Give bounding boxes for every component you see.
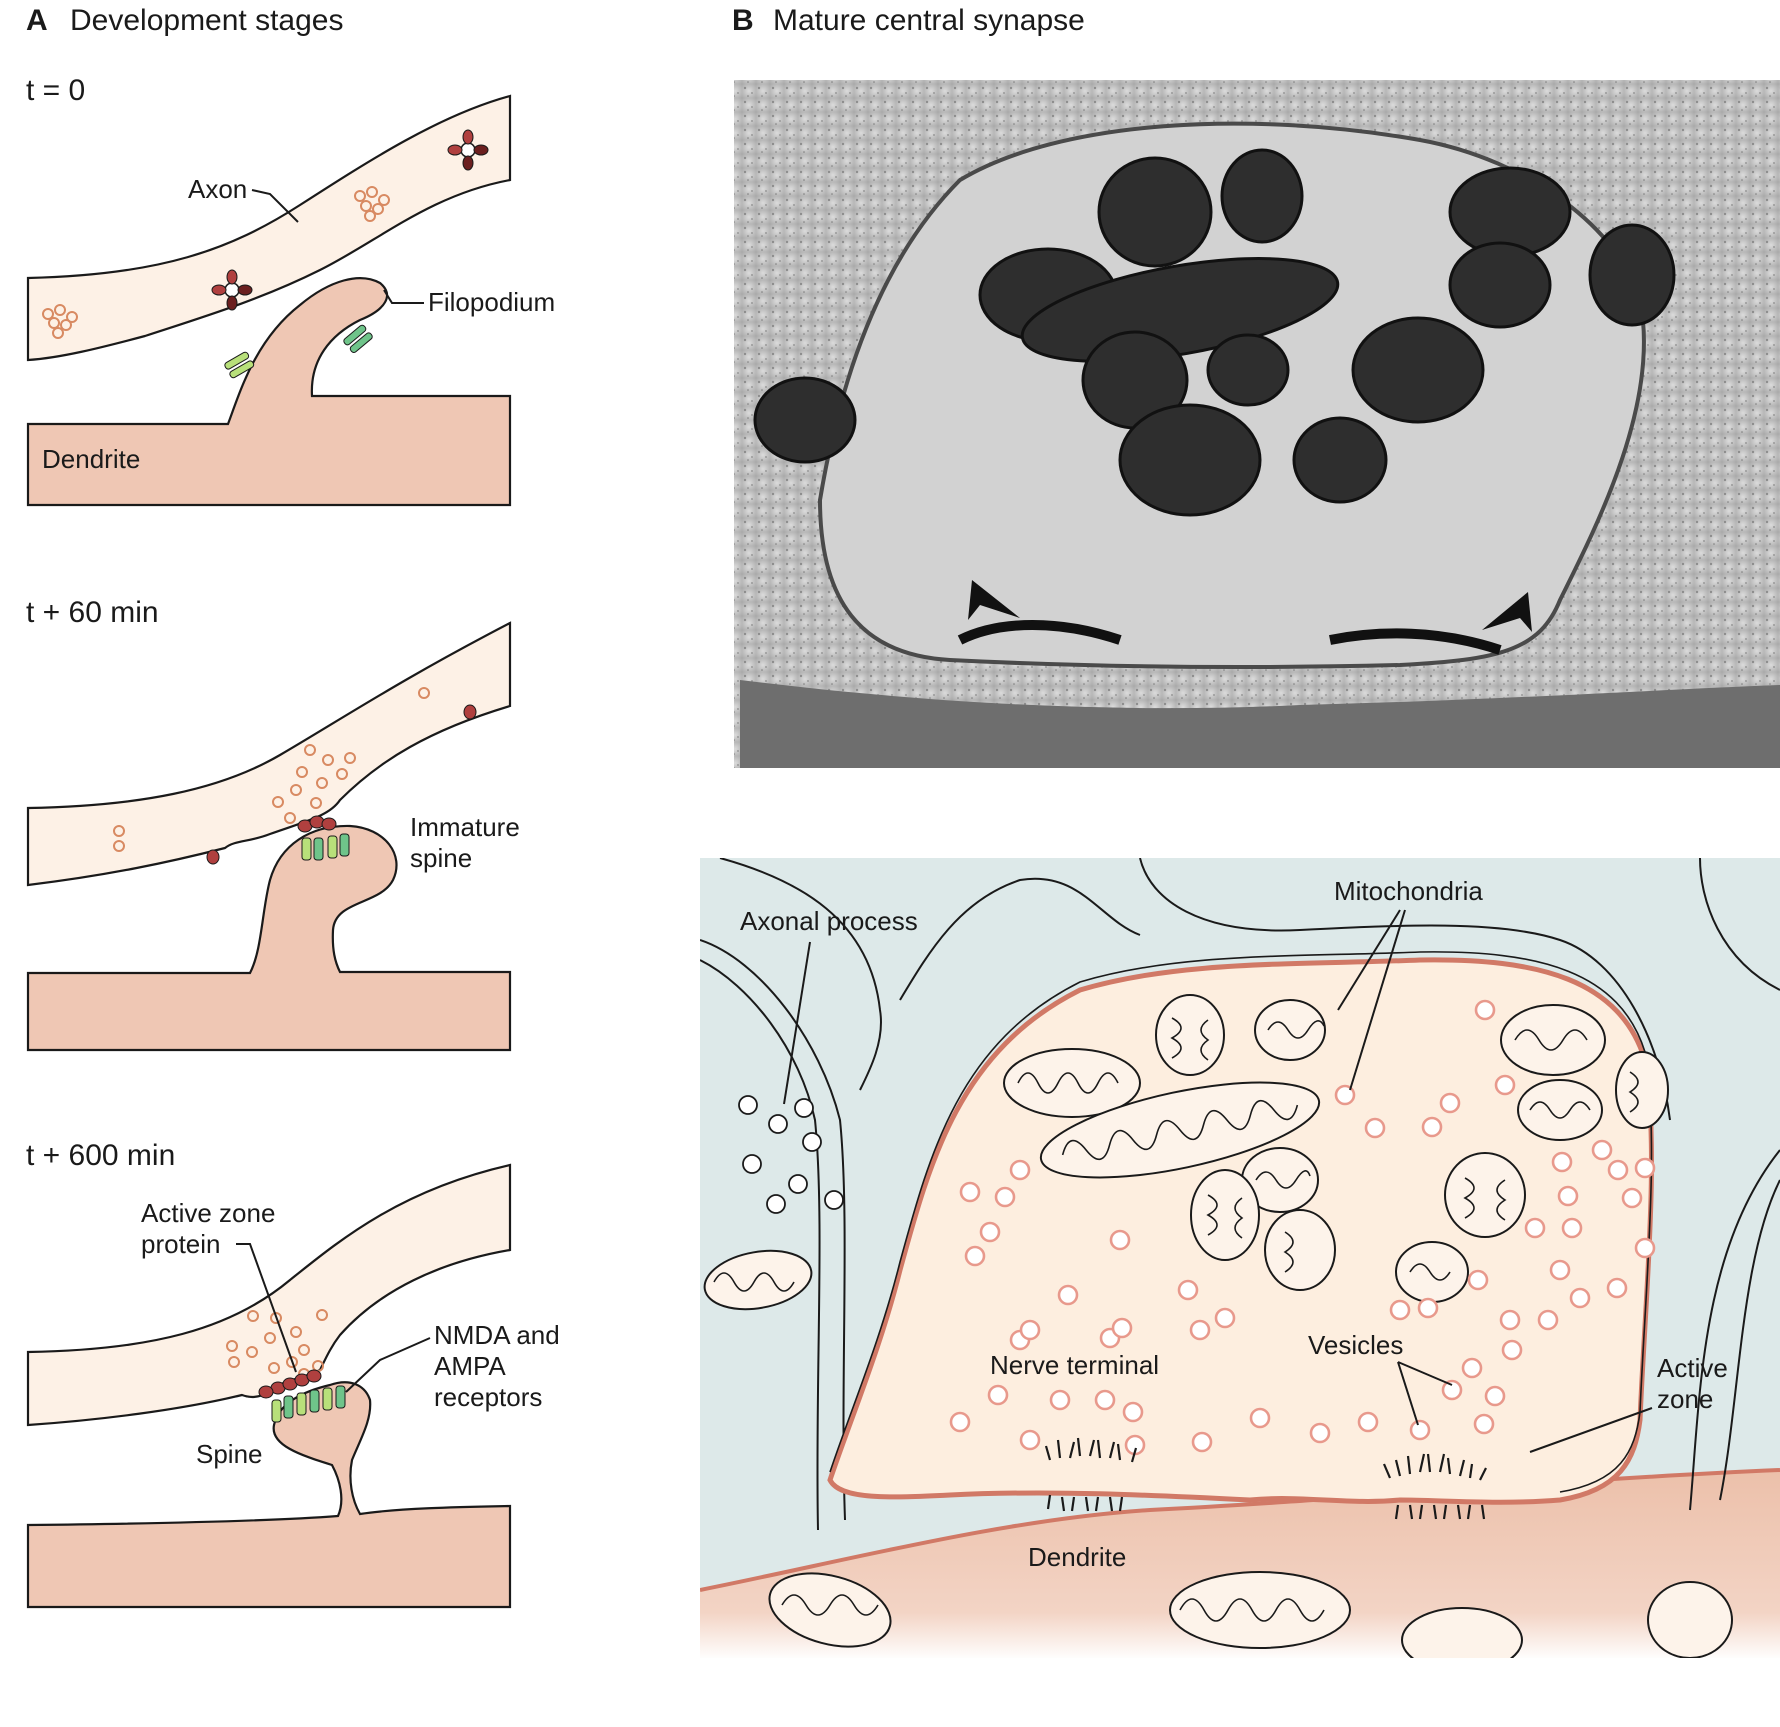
axon-stage3: [26, 1163, 512, 1427]
spine-label: Spine: [196, 1439, 263, 1469]
electron-micrograph: [734, 80, 1780, 768]
panel-a-title: Development stages: [70, 4, 344, 37]
active-zone-label-1: Active: [1657, 1353, 1728, 1383]
receptors-leader: [345, 1337, 431, 1393]
glial-processes: [700, 858, 1780, 1531]
axonal-process-leader: [783, 941, 811, 1105]
active-zone-protein-leader: [236, 1243, 297, 1373]
active-zone-label-2: zone: [1657, 1384, 1713, 1414]
immature-spine-label-2: spine: [410, 843, 472, 873]
vesicles-leader-2: [1397, 1361, 1419, 1426]
active-zone-protein-complex: [211, 129, 489, 311]
mitochondria-leader-2: [1349, 909, 1406, 1091]
receptors-label-1: NMDA and: [434, 1320, 560, 1350]
axon-label: Axon: [188, 174, 247, 204]
stage-t60: t + 60 min: [26, 596, 520, 1052]
panel-b-letter: B: [732, 4, 754, 37]
axonal-process-label: Axonal process: [740, 906, 918, 936]
active-zone-protein-label-1: Active zone: [141, 1198, 275, 1228]
axon-stage1: [26, 94, 512, 362]
axon-leader: [251, 189, 299, 223]
active-zone-leader: [1529, 1407, 1653, 1453]
active-zone-marks: [1044, 1437, 1487, 1520]
dendrite-label-b: Dendrite: [1028, 1542, 1126, 1572]
nerve-terminal-label: Nerve terminal: [990, 1350, 1159, 1380]
dendrite-label-a: Dendrite: [42, 444, 140, 474]
filopodium-label: Filopodium: [428, 287, 555, 317]
stage-t600: t + 600 min: [26, 1139, 560, 1609]
active-zone-protein-label-2: protein: [141, 1229, 221, 1259]
panel-a: A Development stages t = 0: [26, 4, 560, 1609]
receptors-label-3: receptors: [434, 1382, 542, 1412]
receptor-stage1: [224, 324, 373, 379]
dendrite-stage1: [26, 277, 512, 507]
active-zone-protein-stage2: [206, 704, 477, 865]
filopodium-leader: [383, 289, 424, 304]
mitochondria-leader-1: [1337, 909, 1401, 1011]
receptor-stage3: [271, 1385, 346, 1423]
vesicle-scatter: [113, 687, 430, 852]
stage-t0-label: t = 0: [26, 74, 85, 107]
synapse-schematic: [700, 858, 1780, 1658]
immature-spine-label-1: Immature: [410, 812, 520, 842]
active-zone-protein-stage3: [258, 1369, 322, 1399]
stage-t0: t = 0: [26, 74, 555, 507]
vesicle-cluster: [42, 186, 390, 339]
receptors-label-2: AMPA: [434, 1351, 506, 1381]
panel-b-title: Mature central synapse: [773, 4, 1085, 37]
vesicles-leader-1: [1397, 1361, 1453, 1386]
dendrite-stage3: [26, 1381, 512, 1609]
dendrite-stage2: [26, 824, 512, 1052]
mitochondria-group: [703, 994, 1733, 1658]
stage-t600-label: t + 600 min: [26, 1139, 175, 1172]
vesicles-white: [738, 1095, 844, 1214]
vesicles-terminal: [949, 999, 1656, 1456]
mitochondria-label: Mitochondria: [1334, 876, 1483, 906]
receptor-stage2: [301, 833, 350, 861]
panel-b: B Mature central synapse: [700, 4, 1780, 1658]
panel-a-letter: A: [26, 4, 48, 37]
stage-t60-label: t + 60 min: [26, 596, 159, 629]
vesicles-label: Vesicles: [1308, 1330, 1403, 1360]
